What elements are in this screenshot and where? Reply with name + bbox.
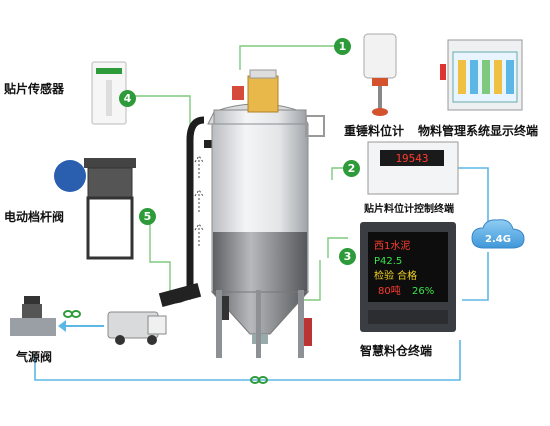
label-hammer-level-meter: 重锤料位计 [344, 124, 405, 138]
controller-readout: 19543 [395, 152, 428, 165]
led-line-1: 西1水泥 [374, 239, 410, 252]
electric-gate-valve-device [54, 158, 136, 260]
marker-4: 4 [119, 90, 136, 107]
flow-arrows [194, 155, 204, 246]
led-line-4-left: 80吨 [378, 284, 401, 297]
link-icon-bottom [250, 376, 268, 384]
label-air-valve: 气源阀 [16, 350, 53, 364]
blue-lines [34, 167, 489, 381]
link-icon-left [63, 310, 81, 318]
smart-silo-terminal-device: 西1水泥 P42.5 检验 合格 80吨 26% [360, 222, 456, 332]
supply-arrow [58, 320, 104, 332]
silo [171, 69, 325, 358]
marker-1: 1 [334, 38, 351, 55]
hammer-level-meter-device [363, 33, 397, 116]
label-patch-sensor: 贴片传感器 [4, 82, 65, 96]
led-line-3: 检验 合格 [374, 269, 417, 282]
label-smart-silo-terminal: 智慧料仓终端 [360, 344, 433, 358]
label-electric-gate-valve: 电动档杆阀 [4, 210, 65, 224]
led-line-2: P42.5 [374, 256, 402, 267]
wireless-cloud: 2.4G [471, 219, 525, 249]
patch-level-controller-device: 19543 [367, 141, 459, 195]
marker-3: 3 [339, 248, 356, 265]
mixer-truck [107, 283, 202, 345]
wireless-label: 2.4G [485, 234, 511, 245]
marker-2: 2 [343, 160, 360, 177]
label-material-mgmt-terminal: 物料管理系统显示终端 [418, 124, 539, 138]
material-mgmt-terminal-device [440, 39, 523, 111]
patch-sensor-device [91, 61, 127, 125]
label-patch-level-controller: 贴片料位计控制终端 [364, 204, 454, 215]
led-line-4-right: 26% [412, 286, 434, 297]
air-valve-device [10, 296, 56, 336]
marker-5: 5 [139, 208, 156, 225]
